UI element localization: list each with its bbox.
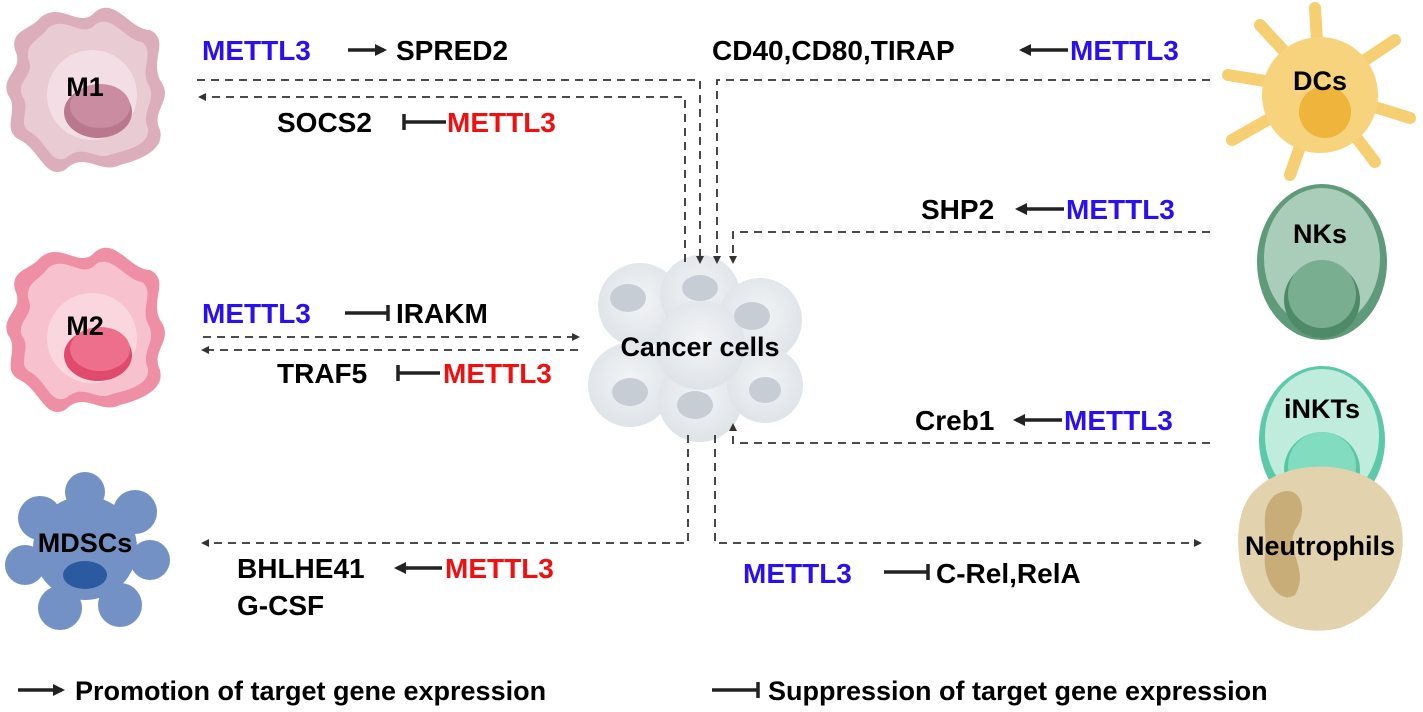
cancer-to-mdscs-arrow xyxy=(201,435,689,547)
target-label: IRAKM xyxy=(396,298,488,329)
cancer-to-neutrophils-arrow xyxy=(714,435,1202,547)
neutrophils-label: Neutrophils xyxy=(1245,531,1395,561)
dcs-cell-body-icon xyxy=(1222,2,1416,181)
m2-cell: M2 xyxy=(6,247,165,413)
target-label: SOCS2 xyxy=(277,107,372,138)
reg-inkts: Creb1 METTL3 xyxy=(915,405,1173,436)
regulator-label: METTL3 xyxy=(445,553,554,584)
regulator-label: METTL3 xyxy=(443,358,552,389)
reg-nks: SHP2 METTL3 xyxy=(921,194,1175,225)
dcs-cell: DCs xyxy=(1222,2,1416,181)
m1-cell: M1 xyxy=(6,7,165,173)
legend-promotion-label: Promotion of target gene expression xyxy=(75,676,546,706)
neutrophils-cell: Neutrophils xyxy=(1238,466,1403,631)
target-label: TRAF5 xyxy=(277,358,367,389)
regulator-label: METTL3 xyxy=(1066,194,1175,225)
target-label: BHLHE41 xyxy=(237,553,365,584)
neutrophils-cell-body-icon xyxy=(1238,466,1403,631)
regulator-label: METTL3 xyxy=(1064,405,1173,436)
reg-m2-bottom: TRAF5 METTL3 xyxy=(277,358,552,389)
reg-m2-top: METTL3 IRAKM xyxy=(202,298,488,329)
regulator-label: METTL3 xyxy=(447,107,556,138)
suppression-bar-icon xyxy=(884,564,930,580)
m1-cell-body-icon xyxy=(6,7,165,173)
m2-cell-body-icon xyxy=(6,247,165,413)
cancer-cells-icon xyxy=(588,255,803,442)
legend-suppression-label: Suppression of target gene expression xyxy=(768,676,1268,706)
nks-cell: NKs xyxy=(1257,184,1387,340)
pathways xyxy=(197,79,1210,547)
reg-dcs: CD40,CD80,TIRAP METTL3 xyxy=(712,35,1179,66)
mdscs-label: MDSCs xyxy=(38,528,133,558)
target-label: C-Rel,RelA xyxy=(936,558,1081,589)
nks-to-cancer-arrow xyxy=(729,231,1210,264)
regulator-label: METTL3 xyxy=(202,35,311,66)
target-label: Creb1 xyxy=(915,405,994,436)
mdscs-cell: MDSCs xyxy=(5,472,170,630)
mdscs-cell-body-icon xyxy=(5,472,170,630)
dcs-label: DCs xyxy=(1293,66,1347,96)
target-label-2: G-CSF xyxy=(237,590,324,621)
regulator-label: METTL3 xyxy=(743,558,852,589)
nks-label: NKs xyxy=(1293,219,1347,249)
inkts-to-cancer-arrow xyxy=(729,423,1210,444)
target-label: CD40,CD80,TIRAP xyxy=(712,35,955,66)
cancer-cells-label: Cancer cells xyxy=(620,332,779,362)
reg-m1-top: METTL3 SPRED2 xyxy=(202,35,508,66)
m1-label: M1 xyxy=(66,72,104,102)
m2-label: M2 xyxy=(66,311,104,341)
suppression-bar-icon xyxy=(345,305,390,321)
suppression-bar-icon xyxy=(402,114,446,130)
cancer-cells-cluster: Cancer cells xyxy=(588,255,803,442)
suppression-bar-icon xyxy=(396,365,440,381)
reg-neutrophils: METTL3 C-Rel,RelA xyxy=(743,558,1081,589)
regulator-label: METTL3 xyxy=(202,298,311,329)
reg-mdscs: BHLHE41 METTL3 G-CSF xyxy=(237,553,554,621)
legend: Promotion of target gene expression Supp… xyxy=(18,676,1268,706)
target-label: SHP2 xyxy=(921,194,994,225)
legend-suppression-bar-icon xyxy=(712,682,760,698)
regulator-label: METTL3 xyxy=(1070,35,1179,66)
target-label: SPRED2 xyxy=(396,35,508,66)
dcs-to-cancer-arrow xyxy=(713,79,1210,264)
reg-m1-bottom: SOCS2 METTL3 xyxy=(277,107,556,138)
inkts-label: iNKTs xyxy=(1284,394,1360,424)
nks-cell-body-icon xyxy=(1257,184,1387,340)
